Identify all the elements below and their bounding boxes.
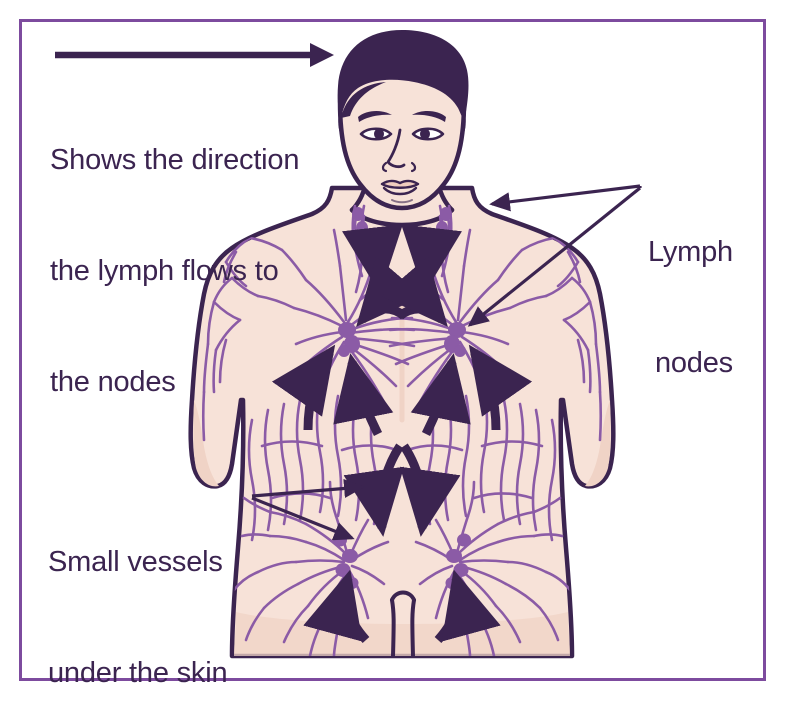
hair-fringe <box>341 82 386 118</box>
lymph-nodes-leader-arrows <box>467 184 642 327</box>
legs-split-right <box>410 598 416 658</box>
small-vessels-leader-arrows <box>251 478 365 541</box>
arrow-waist-to-groin-left <box>343 443 405 537</box>
crotch-curve <box>390 590 416 602</box>
arrow-neck-to-chest-left <box>342 224 403 294</box>
direction-label-line3: the nodes <box>50 366 176 398</box>
nose-right-nostril <box>410 161 417 173</box>
lymph-nodes-label-line2: nodes <box>654 347 733 379</box>
arrow-leg-to-groin-right <box>434 569 501 644</box>
node-axillary-left <box>338 322 360 357</box>
nose-left-nostril <box>381 161 388 173</box>
mouth-upper <box>380 179 420 189</box>
direction-label-line1: Shows the direction <box>50 144 300 176</box>
small-vessels-label: Small vessels under the skin <box>48 470 228 701</box>
right-arm-shadow <box>585 400 611 487</box>
leader-to-neck-node <box>489 184 641 212</box>
hair-shape <box>337 30 469 121</box>
arrow-arm-to-armpit-right <box>468 344 533 431</box>
lymph-flow-arrows <box>271 224 533 644</box>
leader-to-armpit-node <box>467 186 642 327</box>
arrow-waist-to-groin-right <box>399 443 461 537</box>
arrow-arm-to-armpit-left <box>271 344 336 431</box>
left-pupil <box>374 128 384 140</box>
chin-crease <box>391 199 413 204</box>
lymph-nodes-label: Lymph nodes <box>648 160 733 456</box>
nose <box>386 128 406 169</box>
small-vessels-label-line1: Small vessels <box>48 546 223 578</box>
direction-label-line2: the lymph flows to <box>50 255 279 287</box>
arrow-side-to-armpit-right <box>410 353 471 437</box>
small-vessels-label-line2: under the skin <box>48 657 228 689</box>
mouth-lower <box>382 186 418 196</box>
right-eyebrow <box>412 111 446 122</box>
arrow-neck-to-chest-right <box>401 224 462 294</box>
legs-split <box>390 598 396 658</box>
left-arm-shadow <box>193 400 219 487</box>
direction-key-arrow <box>55 43 334 67</box>
leader-to-lower-vessel <box>251 496 355 541</box>
arrow-leg-to-groin-left <box>303 569 370 644</box>
leader-to-upper-vessel <box>251 478 365 499</box>
direction-label: Shows the direction the lymph flows to t… <box>50 68 299 475</box>
right-pupil <box>420 128 430 140</box>
lymph-nodes-label-line1: Lymph <box>648 236 733 268</box>
left-eyebrow <box>358 111 392 122</box>
arrow-chest-to-armpit-right <box>381 256 448 327</box>
arrow-side-to-armpit-left <box>333 353 394 437</box>
